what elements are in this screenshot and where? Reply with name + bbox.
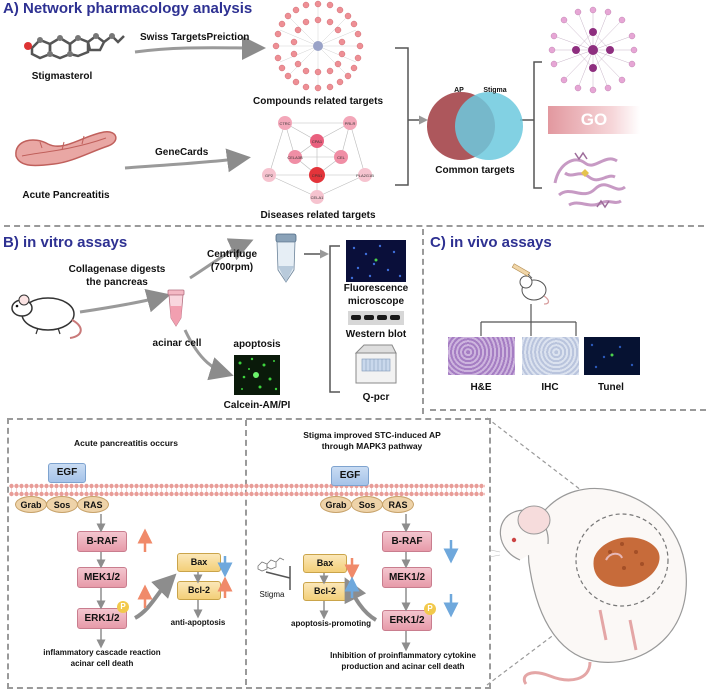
ppi-node-label: CPB1: [312, 173, 323, 178]
acinar-cell-label: acinar cell: [152, 338, 202, 349]
stigmasterol-label: Stigmasterol: [31, 71, 93, 82]
left-sos-oval: Sos: [46, 496, 78, 513]
stigmasterol-molecule-icon: [24, 33, 125, 60]
section-b-title: B) in vitro assays: [3, 234, 128, 251]
acute-pancreatitis-label: Acute Pancreatitis: [22, 190, 110, 201]
anti-apoptosis-label: anti-apoptosis: [170, 618, 226, 627]
venn-ap-label: AP: [454, 87, 464, 94]
injection-mouse-icon: [511, 263, 550, 305]
right-egf-box: EGF: [331, 466, 369, 486]
ppi-node-label: CEL: [337, 155, 346, 160]
protein-structure-icon: [553, 151, 626, 209]
stigma-label: Stigma: [259, 590, 285, 599]
qpcr-machine-icon: [354, 344, 397, 384]
ppi-node-label: PLA2G1B: [356, 173, 374, 178]
swiss-target-label: Swiss TargetsPreiction: [140, 32, 250, 43]
tunel-stain-image: [584, 337, 640, 375]
western-blot-image: [348, 311, 404, 325]
right-pathway-title-1: Stigma improved STC-induced AP: [303, 430, 441, 440]
right-grab-oval: Grab: [320, 496, 352, 513]
left-mek-box: MEK1/2: [77, 567, 127, 588]
calcein-image: [234, 355, 280, 395]
mouse-icon: [11, 294, 82, 339]
section-divider: [422, 229, 424, 414]
left-phospho-badge: P: [117, 601, 129, 613]
tunel-label: Tunel: [598, 382, 624, 393]
pathway-panel: [7, 418, 491, 689]
right-outcome-label-2: production and acinar cell death: [341, 662, 465, 671]
compound-target-network: [272, 0, 364, 92]
mouse-illustration: [490, 487, 687, 685]
fluorescence-label-1: Fluorescence: [343, 283, 409, 294]
core-network-icon: [548, 6, 638, 94]
ppi-node-label: GP2: [265, 173, 274, 178]
left-bax-box: Bax: [177, 553, 221, 572]
ppi-node-label: CPA1: [312, 139, 323, 144]
right-ras-oval: RAS: [382, 496, 414, 513]
fluorescence-image: [346, 240, 406, 282]
genecards-label: GeneCards: [155, 147, 209, 158]
apoptosis-label: apoptosis: [233, 339, 281, 350]
ihc-label: IHC: [541, 382, 559, 393]
apoptosis-promoting-label: apoptosis-promoting: [291, 619, 371, 628]
section-a-title: A) Network pharmacology analysis: [3, 0, 253, 17]
tube-icon: [167, 289, 185, 327]
left-pathway-title: Acute pancreatitis occurs: [74, 438, 178, 448]
collagenase-label-1: Collagenase digests: [68, 264, 166, 275]
ppi-node-label: CELA1: [311, 195, 324, 200]
go-banner: GO: [548, 106, 640, 134]
collagenase-label-2: the pancreas: [86, 277, 148, 288]
cell-membrane: [9, 483, 485, 497]
common-targets-label: Common targets: [435, 165, 515, 176]
centrifuge-label-1: Centrifuge: [207, 249, 257, 260]
right-phospho-badge: P: [424, 603, 436, 615]
pancreas-icon: [15, 131, 117, 167]
venn-diagram: AP Stigma: [427, 87, 523, 160]
section-c-title: C) in vivo assays: [430, 234, 552, 251]
fluorescence-label-2: microscope: [347, 296, 405, 307]
compounds-targets-label: Compounds related targets: [252, 96, 384, 107]
qpcr-label: Q-pcr: [362, 392, 390, 403]
right-outcome-label-1: Inhibition of proinflammatory cytokine: [330, 651, 476, 660]
he-label: H&E: [470, 382, 492, 393]
disease-target-ppi-network: CTRC PRLR CPA1 CELA3B CEL GP2 PLA2G1B CE…: [262, 116, 374, 204]
ppi-node-label: PRLR: [345, 121, 356, 126]
ppi-node-label: CELA3B: [287, 155, 303, 160]
left-outcome-label-2: acinar cell death: [70, 659, 134, 668]
section-divider: [430, 409, 706, 411]
calcein-label: Calcein-AM/PI: [223, 400, 291, 411]
right-sos-oval: Sos: [351, 496, 383, 513]
centrifuge-label-2: (700rpm): [210, 262, 254, 273]
he-stain-image: [448, 337, 515, 375]
western-blot-label: Western blot: [345, 329, 407, 340]
right-pathway-title-2: through MAPK3 pathway: [321, 441, 423, 451]
go-label: GO: [580, 110, 608, 129]
centrifuge-tube-icon: [275, 233, 297, 283]
ppi-node-label: CTRC: [279, 121, 290, 126]
diseases-targets-label: Diseases related targets: [260, 210, 376, 221]
section-divider: [4, 225, 704, 227]
right-bax-box: Bax: [303, 554, 347, 573]
venn-stigma-label: Stigma: [483, 87, 506, 94]
ihc-stain-image: [522, 337, 579, 375]
left-grab-oval: Grab: [15, 496, 47, 513]
left-outcome-label-1: inflammatory cascade reaction: [43, 648, 161, 657]
left-ras-oval: RAS: [77, 496, 109, 513]
left-egf-box: EGF: [48, 463, 86, 483]
pathway-panel-divider: [245, 420, 247, 685]
